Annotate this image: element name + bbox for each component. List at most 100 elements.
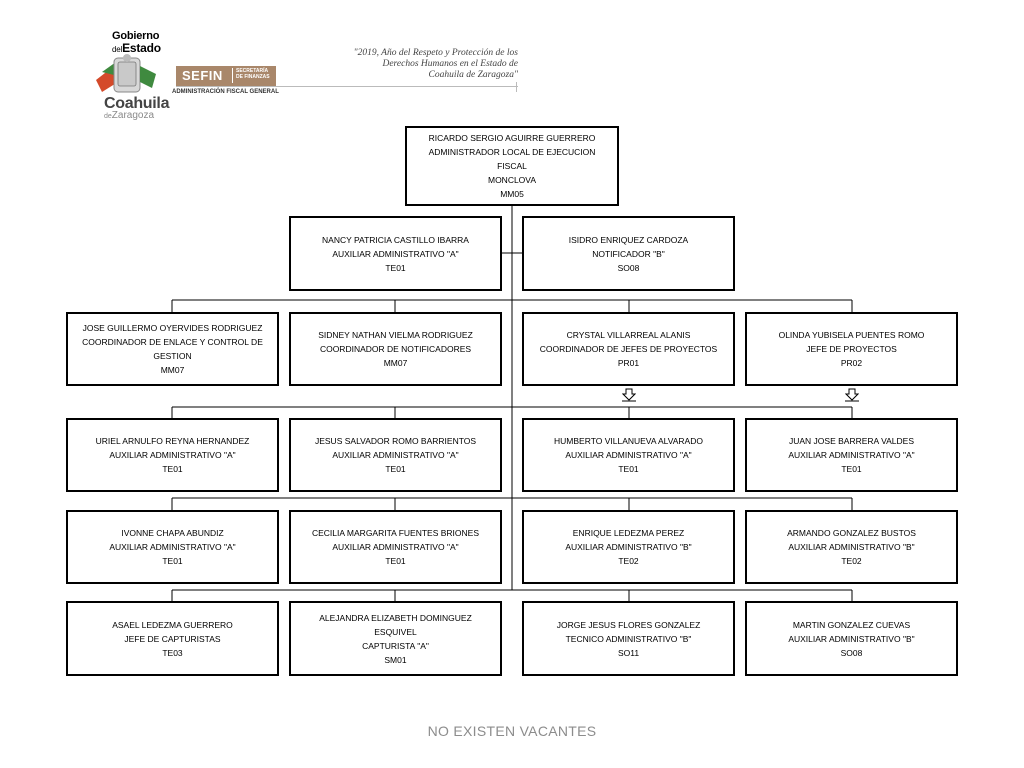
node-name: SIDNEY NATHAN VIELMA RODRIGUEZ: [318, 330, 473, 340]
node-title: COORDINADOR DE JEFES DE PROYECTOS: [539, 344, 718, 354]
org-node: IVONNE CHAPA ABUNDIZ AUXILIAR ADMINISTRA…: [66, 510, 279, 584]
motto-line-2: Derechos Humanos en el Estado de: [382, 59, 518, 69]
node-code: MM05: [500, 189, 524, 199]
node-code: PR02: [840, 358, 863, 368]
sefin-sub-2: DE FINANZAS: [236, 74, 270, 80]
org-node: JORGE JESUS FLORES GONZALEZ TECNICO ADMI…: [522, 601, 735, 676]
org-node: CECILIA MARGARITA FUENTES BRIONES AUXILI…: [289, 510, 502, 584]
org-node: SIDNEY NATHAN VIELMA RODRIGUEZ COORDINAD…: [289, 312, 502, 386]
node-name: CRYSTAL VILLARREAL ALANIS: [566, 330, 691, 340]
node-title: ADMINISTRADOR LOCAL DE EJECUCION FISCAL: [428, 147, 596, 171]
node-name: OLINDA YUBISELA PUENTES ROMO: [778, 330, 925, 340]
node-name: HUMBERTO VILLANUEVA ALVARADO: [554, 436, 703, 446]
org-node: CRYSTAL VILLARREAL ALANIS COORDINADOR DE…: [522, 312, 735, 386]
node-code: TE01: [385, 556, 406, 566]
year-motto: "2019, Año del Respeto y Protección de l…: [300, 48, 518, 81]
zaragoza-wordmark: deZaragoza: [104, 110, 154, 121]
motto-line-3: Coahuila de Zaragoza": [428, 70, 519, 80]
node-code: SM01: [384, 654, 407, 665]
node-code: TE01: [162, 556, 183, 566]
node-code: TE02: [618, 556, 639, 566]
node-code: TE01: [162, 464, 183, 474]
node-title: JEFE DE PROYECTOS: [806, 344, 897, 354]
sefin-logo-text: SEFIN: [182, 68, 223, 83]
node-name: IVONNE CHAPA ABUNDIZ: [121, 528, 224, 538]
expand-arrow-icon[interactable]: [622, 388, 636, 402]
node-title: JEFE DE CAPTURISTAS: [124, 633, 221, 644]
org-node-staff: NANCY PATRICIA CASTILLO IBARRA AUXILIAR …: [289, 216, 502, 291]
node-code: TE03: [162, 647, 183, 658]
node-title: AUXILIAR ADMINISTRATIVO "B": [788, 542, 915, 552]
sefin-logo-bar: [176, 66, 276, 86]
gobierno-logo-line2: delEstado: [112, 41, 161, 55]
org-node: OLINDA YUBISELA PUENTES ROMO JEFE DE PRO…: [745, 312, 958, 386]
org-node: HUMBERTO VILLANUEVA ALVARADO AUXILIAR AD…: [522, 418, 735, 492]
node-name: NANCY PATRICIA CASTILLO IBARRA: [322, 234, 469, 245]
org-node: URIEL ARNULFO REYNA HERNANDEZ AUXILIAR A…: [66, 418, 279, 492]
org-node: ENRIQUE LEDEZMA PEREZ AUXILIAR ADMINISTR…: [522, 510, 735, 584]
header-divider: [176, 86, 518, 87]
node-code: SO11: [617, 647, 640, 658]
node-code: SO08: [617, 262, 640, 273]
zaragoza-text: Zaragoza: [111, 110, 155, 121]
node-name: JESUS SALVADOR ROMO BARRIENTOS: [314, 436, 477, 446]
zaragoza-de: de: [104, 113, 112, 120]
node-title: NOTIFICADOR "B": [592, 248, 665, 259]
node-code: TE01: [618, 464, 639, 474]
node-title: AUXILIAR ADMINISTRATIVO "A": [109, 542, 236, 552]
node-name: MARTIN GONZALEZ CUEVAS: [792, 619, 911, 630]
gobierno-logo-del: del: [112, 45, 123, 54]
org-node: JOSE GUILLERMO OYERVIDES RODRIGUEZ COORD…: [66, 312, 279, 386]
node-title: AUXILIAR ADMINISTRATIVO "A": [332, 450, 459, 460]
org-node: ALEJANDRA ELIZABETH DOMINGUEZ ESQUIVEL C…: [289, 601, 502, 676]
coahuila-wordmark: Coahuila: [104, 95, 170, 112]
node-title-location: MONCLOVA: [487, 175, 537, 185]
node-title: COORDINADOR DE ENLACE Y CONTROL DE GESTI…: [82, 337, 263, 361]
node-name: ENRIQUE LEDEZMA PEREZ: [572, 528, 685, 538]
node-title: AUXILIAR ADMINISTRATIVO "B": [788, 633, 915, 644]
expand-arrow-icon[interactable]: [845, 388, 859, 402]
node-title: AUXILIAR ADMINISTRATIVO "B": [565, 542, 692, 552]
header-divider-tick: [516, 82, 517, 92]
node-code: MM07: [383, 358, 408, 368]
node-code: TE02: [841, 556, 862, 566]
org-node: ASAEL LEDEZMA GUERRERO JEFE DE CAPTURIST…: [66, 601, 279, 676]
sefin-sub-1: SECRETARÍA: [236, 68, 269, 74]
node-code: TE01: [385, 464, 406, 474]
org-node-root: RICARDO SERGIO AGUIRRE GUERRERO ADMINIST…: [405, 126, 619, 206]
node-name: CECILIA MARGARITA FUENTES BRIONES: [311, 528, 480, 538]
node-title: CAPTURISTA "A": [362, 640, 429, 651]
motto-line-1: "2019, Año del Respeto y Protección de l…: [353, 48, 518, 58]
node-title: COORDINADOR DE NOTIFICADORES: [319, 344, 472, 354]
vacancies-note: NO EXISTEN VACANTES: [427, 723, 597, 739]
gobierno-logo-estado: Estado: [122, 41, 161, 55]
node-name: JORGE JESUS FLORES GONZALEZ: [556, 619, 701, 630]
sefin-logo-divider: [232, 68, 233, 83]
coat-of-arms-icon: [96, 54, 156, 93]
org-node-staff: ISIDRO ENRIQUEZ CARDOZA NOTIFICADOR "B" …: [522, 216, 735, 291]
node-name: ISIDRO ENRIQUEZ CARDOZA: [568, 234, 689, 245]
node-code: TE01: [841, 464, 862, 474]
org-node: JESUS SALVADOR ROMO BARRIENTOS AUXILIAR …: [289, 418, 502, 492]
node-code: PR01: [617, 358, 640, 368]
gobierno-logo-line1: Gobierno: [112, 30, 160, 42]
node-name: ARMANDO GONZALEZ BUSTOS: [787, 528, 916, 538]
node-title: AUXILIAR ADMINISTRATIVO "A": [109, 450, 236, 460]
org-node: JUAN JOSE BARRERA VALDES AUXILIAR ADMINI…: [745, 418, 958, 492]
node-name: JOSE GUILLERMO OYERVIDES RODRIGUEZ: [82, 323, 263, 333]
node-name: JUAN JOSE BARRERA VALDES: [788, 436, 915, 446]
org-node: ARMANDO GONZALEZ BUSTOS AUXILIAR ADMINIS…: [745, 510, 958, 584]
node-code: TE01: [385, 262, 406, 273]
node-name: RICARDO SERGIO AGUIRRE GUERRERO: [428, 133, 596, 143]
node-code: MM07: [160, 365, 185, 375]
node-name: ASAEL LEDEZMA GUERRERO: [112, 619, 233, 630]
node-title: AUXILIAR ADMINISTRATIVO "A": [332, 542, 459, 552]
node-title: AUXILIAR ADMINISTRATIVO "A": [788, 450, 915, 460]
node-title: TECNICO ADMINISTRATIVO "B": [565, 633, 692, 644]
node-name: ALEJANDRA ELIZABETH DOMINGUEZ ESQUIVEL: [319, 612, 472, 637]
sefin-logo-subtitle: SECRETARÍA DE FINANZAS: [236, 68, 270, 80]
node-name: URIEL ARNULFO REYNA HERNANDEZ: [95, 436, 250, 446]
org-node: MARTIN GONZALEZ CUEVAS AUXILIAR ADMINIST…: [745, 601, 958, 676]
node-title: AUXILIAR ADMINISTRATIVO "A": [565, 450, 692, 460]
node-code: SO08: [840, 647, 863, 658]
